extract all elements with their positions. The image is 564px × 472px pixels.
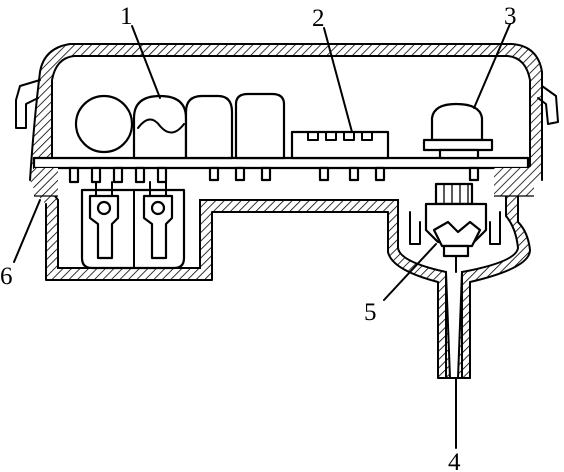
sensor-assembly <box>409 182 501 273</box>
electronic-components <box>74 92 286 160</box>
leader-3 <box>473 23 511 109</box>
left-lid-clip <box>15 79 41 129</box>
leader-2 <box>323 27 353 133</box>
right-lid-clip <box>537 85 559 125</box>
leader-lines <box>13 23 511 449</box>
leader-5 <box>383 243 437 301</box>
label-4: 4 <box>448 449 461 472</box>
leader-1 <box>131 25 161 99</box>
terminal-connector <box>80 181 186 270</box>
label-1: 1 <box>120 3 133 30</box>
label-2: 2 <box>312 5 325 32</box>
leader-6 <box>13 199 41 263</box>
label-3: 3 <box>504 3 517 30</box>
circuit-board <box>32 156 534 197</box>
pressure-tube <box>445 271 463 379</box>
label-5: 5 <box>364 299 377 326</box>
dome-component <box>422 102 494 160</box>
label-6: 6 <box>0 263 13 290</box>
solder-pins <box>68 166 480 184</box>
ic-chip <box>290 130 390 160</box>
